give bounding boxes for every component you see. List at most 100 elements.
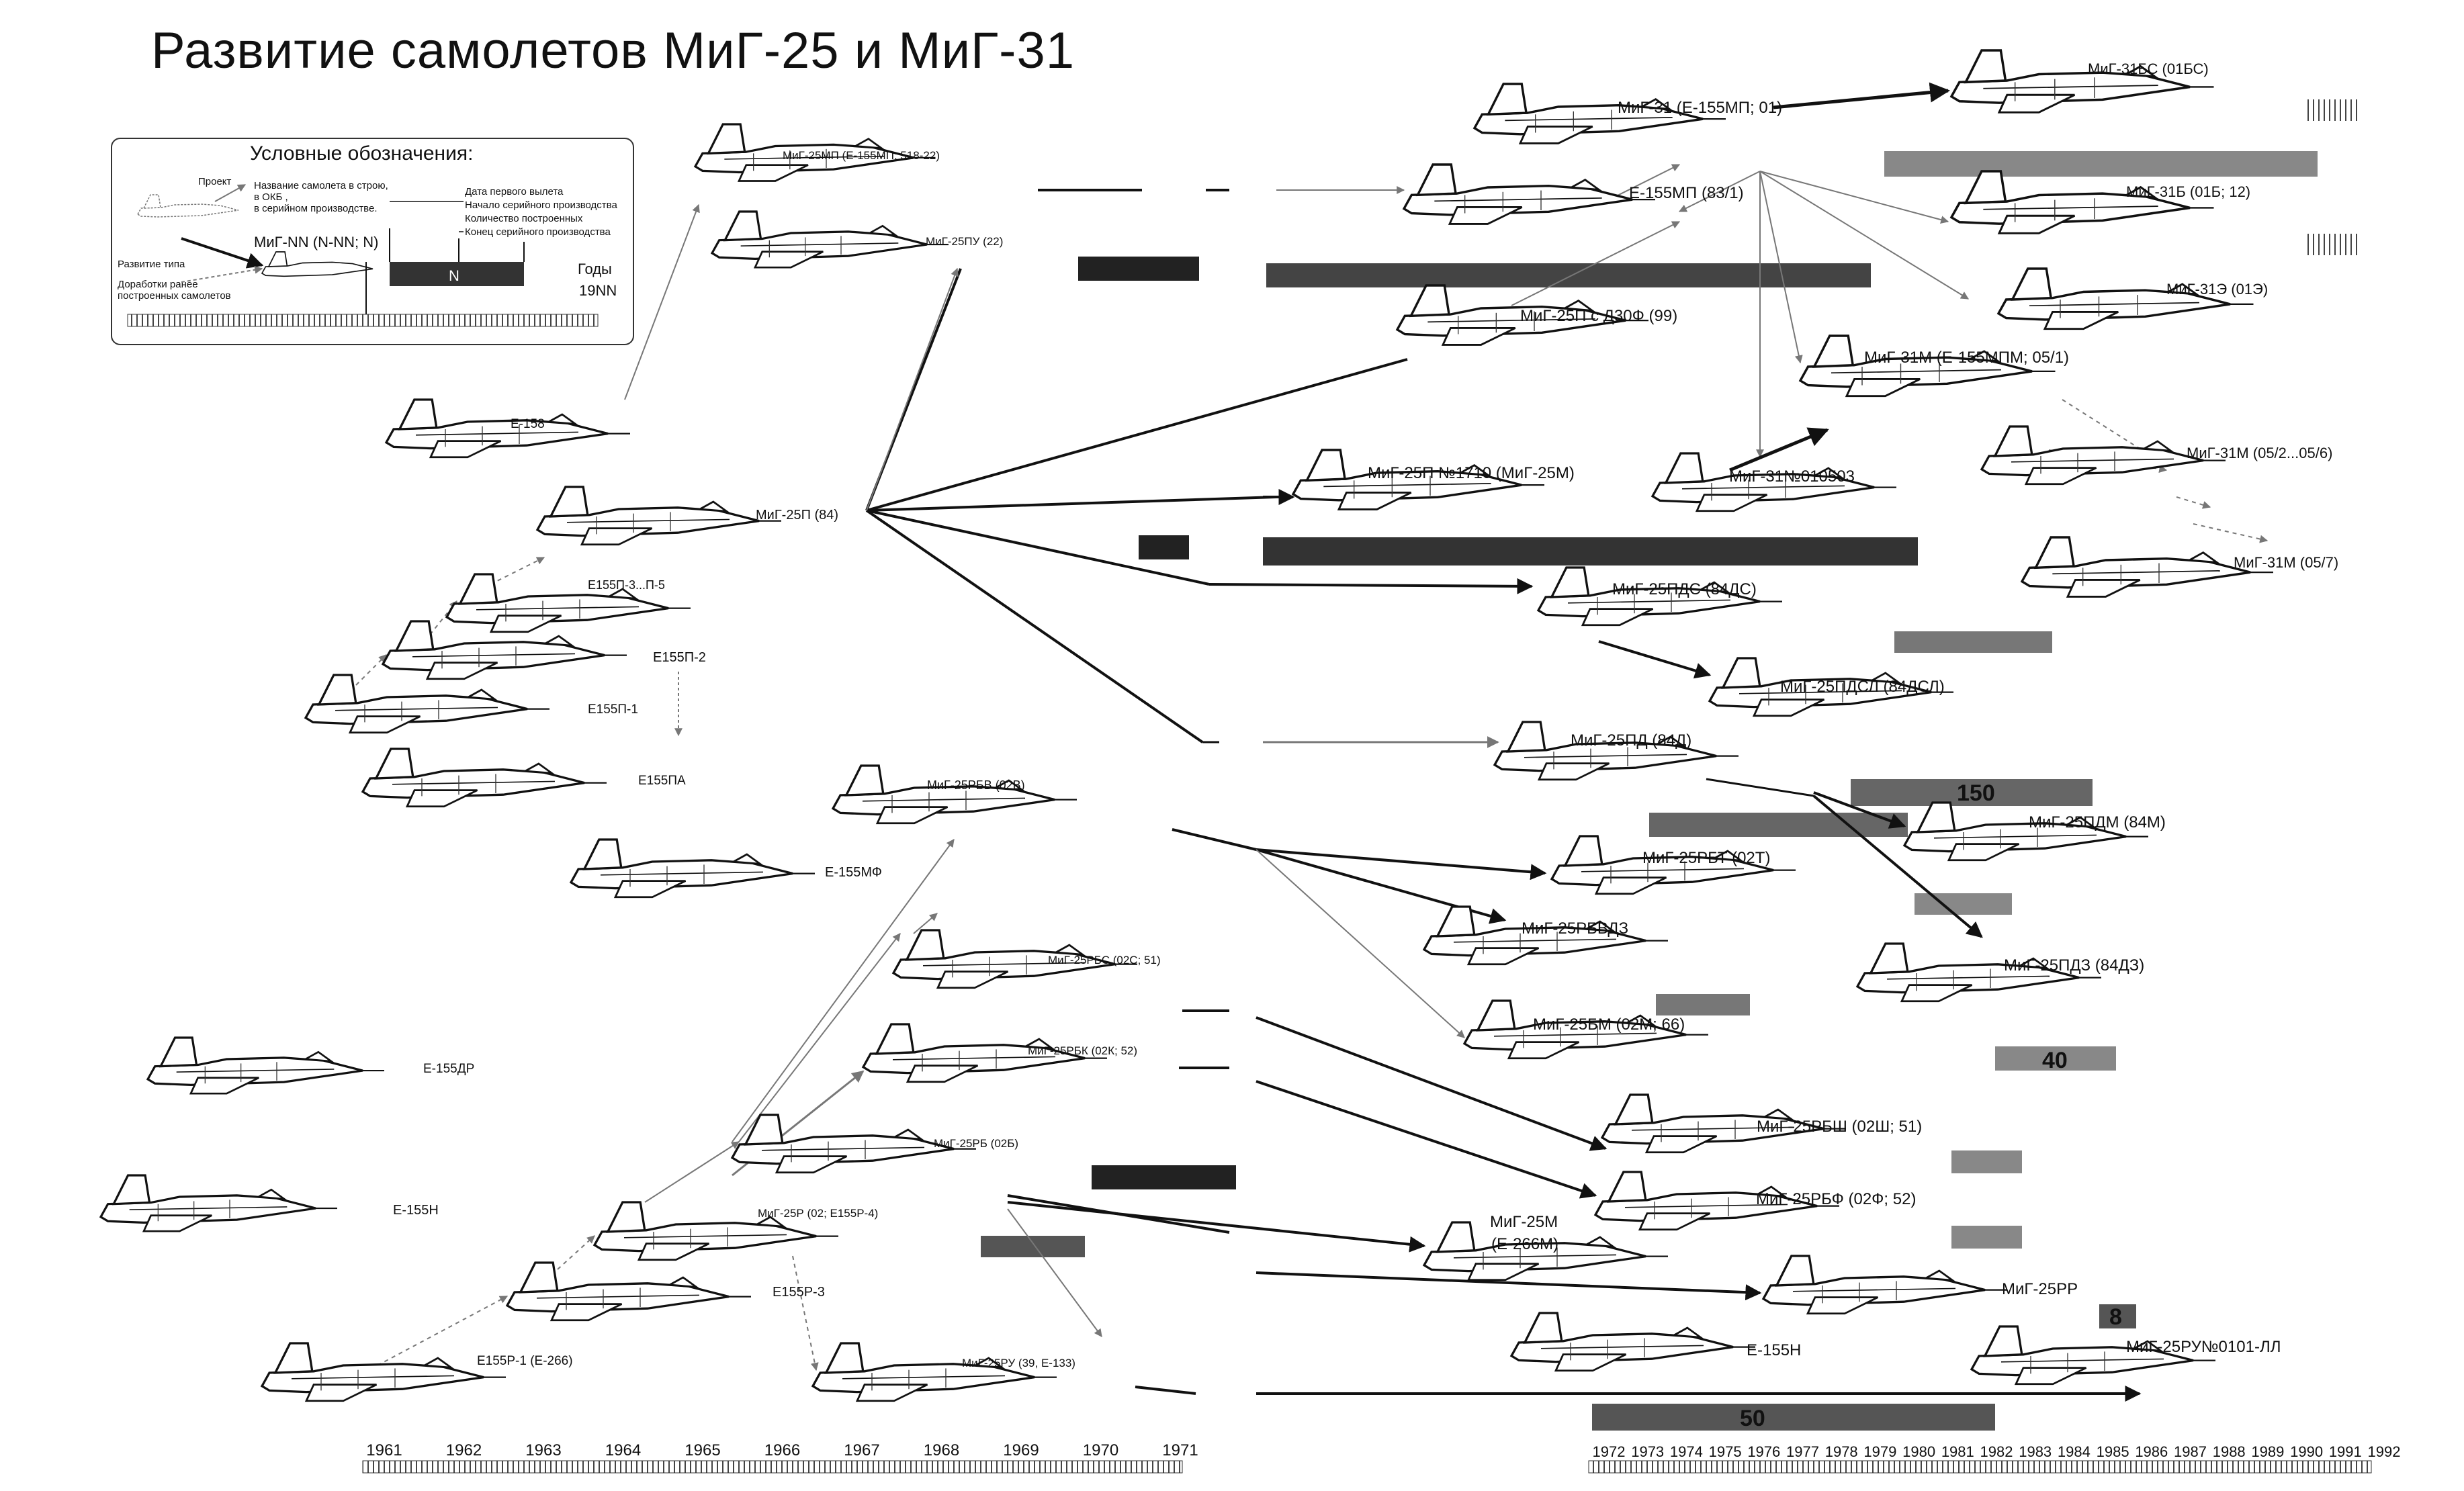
legend-rework-2: построенных самолетов [118, 290, 231, 302]
arrow-to-rbt [1256, 848, 1547, 880]
connector [1135, 1386, 1196, 1395]
legend-years: Годы [578, 261, 612, 277]
plane-mig31n010503 [1651, 452, 1897, 512]
plane-mig25ru [811, 1342, 1057, 1402]
connector [644, 1141, 740, 1203]
plane-mig25mp [693, 123, 936, 182]
year-1977: 1977 [1786, 1443, 1819, 1460]
year-1975: 1975 [1709, 1443, 1742, 1460]
fan-line [866, 509, 1210, 586]
legend-serial-end: Конец серийного производства [465, 226, 611, 238]
arrow-to-rbsh [1256, 1016, 1608, 1151]
label-e155n_right: Е-155Н [1747, 1341, 1801, 1359]
plane-mig25pdm [1902, 801, 2149, 862]
label-mig25bm: МиГ-25БМ (02М; 66) [1533, 1015, 1685, 1034]
bar-rb [1092, 1165, 1236, 1189]
bar-31b [2304, 234, 2358, 255]
plane-mig25pdsl [1708, 657, 1954, 717]
label-mig31e: МиГ-31Э (01Э) [2166, 281, 2268, 298]
legend-art: N [127, 184, 599, 327]
label-mig25m_sub: (Е-266М) [1491, 1235, 1558, 1253]
arrow-to-pds [1208, 578, 1534, 594]
arrow-to-pdm [1813, 791, 1906, 829]
connector [2193, 523, 2269, 543]
page-title: Развитие самолетов МиГ-25 и МиГ-31 [151, 22, 1075, 79]
bar-rr [2099, 1304, 2136, 1328]
connector [1759, 171, 1803, 364]
plane-mig31m052 [1980, 425, 2226, 486]
connector [738, 933, 901, 1142]
label-e155mp: Е-155МП (83/1) [1629, 184, 1744, 202]
connector [355, 654, 387, 686]
year-1989: 1989 [2251, 1443, 2284, 1460]
year-1976: 1976 [1747, 1443, 1780, 1460]
plane-mig25ru0101 [1970, 1325, 2216, 1386]
plane-e155p3p5 [445, 573, 691, 633]
plane-mig25rbf [1593, 1171, 1840, 1231]
year-1983: 1983 [2019, 1443, 2052, 1460]
legend-type-dev: Развитие типа [118, 259, 185, 270]
legend-sample-plane [261, 251, 373, 277]
label-mig31m057: МиГ-31М (05/7) [2234, 554, 2338, 571]
connector [732, 839, 955, 1142]
arrow-to-31e [1759, 171, 1970, 300]
plane-mig25rr [1761, 1255, 2008, 1315]
bar-pd-1 [1851, 779, 2093, 806]
plane-e155dr [146, 1036, 385, 1095]
legend-name-note-1: Название самолета в строю, [254, 180, 388, 191]
plane-mig25p1710 [1291, 449, 1544, 510]
legend-bar [390, 262, 524, 286]
plane-e155p2 [381, 620, 627, 680]
label-e155mf: Е-155МФ [825, 865, 882, 880]
fan-line [865, 509, 1204, 743]
connector [1172, 828, 1257, 851]
plane-mig31mpm [1798, 334, 2056, 398]
label-mig25rbvdz: МиГ-25РБВДЗ [1522, 919, 1628, 938]
label-e158: Е-158 [511, 417, 545, 431]
label-mig25rbsh: МиГ-25РБШ (02Ш; 51) [1757, 1118, 1922, 1136]
plane-mig25pds [1536, 566, 1783, 627]
year-1968: 1968 [924, 1441, 959, 1459]
plane-e155r1 [260, 1342, 507, 1402]
bar-e155n [1592, 1404, 1995, 1431]
bar-pdz [1995, 1046, 2116, 1071]
year-1981: 1981 [1941, 1443, 1974, 1460]
label-mig25p: МиГ-25П (84) [756, 508, 838, 523]
bar-r [981, 1236, 1085, 1257]
label-mig25pdm: МиГ-25ПДМ (84М) [2029, 813, 2166, 831]
label-e155n_left: Е-155Н [393, 1203, 439, 1218]
legend-year-sample: 19NN [579, 282, 617, 299]
connector [1511, 221, 1681, 306]
year-1973: 1973 [1631, 1443, 1664, 1460]
label-mig25rbk: МиГ-25РБК (02К; 52) [1028, 1044, 1137, 1057]
plane-mig31e [1996, 267, 2254, 330]
arrow-to-rr [1256, 1271, 1762, 1301]
plane-mig31bs [1949, 49, 2214, 114]
plane-mig25rb [730, 1114, 977, 1174]
year-1970: 1970 [1083, 1441, 1118, 1459]
plane-mig25pd30f [1395, 284, 1648, 346]
label-mig25ru0101: МиГ-25РУ№0101-ЛЛ [2126, 1338, 2281, 1356]
legend-box [111, 138, 634, 345]
year-1963: 1963 [525, 1441, 561, 1459]
year-1992: 1992 [2368, 1443, 2401, 1460]
year-1965: 1965 [685, 1441, 720, 1459]
arrow-to-31mpm [1729, 427, 1829, 472]
timeline-ruler [1588, 1460, 2372, 1474]
label-mig25pu: МиГ-25ПУ (22) [926, 235, 1003, 248]
plane-mig25m [1422, 1221, 1669, 1281]
arrow-to-pdz [1812, 795, 1983, 938]
aircraft-labels: МиГ-25МП (Е-155МП; 518-22)МиГ-25ПУ (22)Е… [393, 60, 2338, 1369]
legend-name-note-3: в серийном производстве. [254, 203, 378, 214]
plane-mig25rbv [831, 764, 1077, 825]
year-1980: 1980 [1902, 1443, 1935, 1460]
plane-e155r3 [505, 1261, 752, 1322]
bar-number-pd: 150 [1957, 780, 1995, 806]
plane-mig25p [535, 486, 782, 546]
label-mig25rbt: МиГ-25РБТ (02Т) [1642, 849, 1770, 867]
plane-mig25pdz [1855, 942, 2102, 1003]
bar-number-pdz: 40 [2042, 1048, 2068, 1073]
year-1979: 1979 [1863, 1443, 1896, 1460]
label-e155p3p5: Е155П-3...П-5 [588, 578, 665, 592]
